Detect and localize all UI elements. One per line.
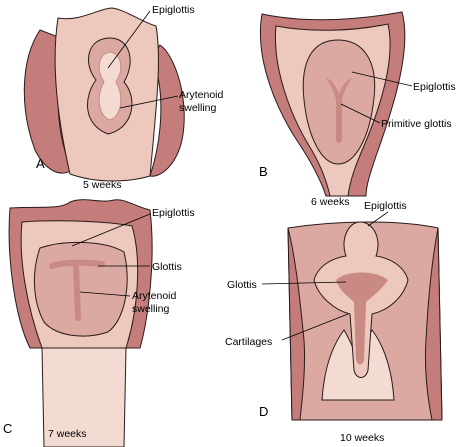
panel-b <box>260 11 406 197</box>
leader-d-glottis <box>261 281 347 285</box>
panel-a <box>23 7 185 182</box>
panel-d-letter: D <box>259 404 268 419</box>
label-a-arytenoid-line2: swelling <box>179 102 217 114</box>
panel-b-age: 6 weeks <box>311 196 350 208</box>
label-b-epiglottis: Epiglottis <box>413 81 456 93</box>
panel-c-epiglottis-swelling <box>33 241 128 337</box>
panel-b-letter: B <box>259 164 268 179</box>
panel-d-age: 10 weeks <box>340 432 384 444</box>
panel-a-age: 5 weeks <box>83 179 122 191</box>
label-d-glottis: Glottis <box>227 279 257 291</box>
panel-d-left-wall <box>287 227 306 421</box>
leader-c-arytenoid <box>79 291 131 297</box>
leader-d-epiglottis <box>367 211 389 227</box>
label-c-arytenoid-line2: swelling <box>132 303 170 315</box>
panel-d-glottis-opening <box>336 272 388 365</box>
panel-c-letter: C <box>3 421 12 436</box>
label-c-glottis: Glottis <box>152 261 182 273</box>
leader-a-epiglottis <box>107 10 151 69</box>
leader-d-cartilages <box>281 313 349 341</box>
leader-b-glottis <box>340 103 381 124</box>
panel-c-trachea <box>41 347 127 447</box>
panel-b-primitive-glottis <box>326 78 352 143</box>
panel-a-letter: A <box>36 156 45 171</box>
panel-d <box>287 221 443 421</box>
panel-c-glottis-groove <box>49 259 105 321</box>
label-c-arytenoid-line1: Arytenoid <box>132 290 177 302</box>
labels: Epiglottis Arytenoid swelling A 5 weeks … <box>3 4 456 444</box>
leader-c-epiglottis <box>71 213 151 247</box>
label-d-epiglottis: Epiglottis <box>364 200 407 212</box>
label-a-epiglottis: Epiglottis <box>152 4 195 16</box>
leader-b-epiglottis <box>351 71 413 87</box>
label-b-primitive-glottis: Primitive glottis <box>381 118 452 130</box>
leader-lines <box>71 10 413 341</box>
panel-d-right-wall <box>424 227 443 421</box>
panel-a-inner-groove <box>98 51 122 121</box>
label-a-arytenoid-line1: Arytenoid <box>179 89 224 101</box>
panel-c-age: 7 weeks <box>48 428 87 440</box>
label-c-epiglottis: Epiglottis <box>152 207 195 219</box>
leader-a-arytenoid <box>119 95 179 109</box>
label-d-cartilages: Cartilages <box>225 336 272 348</box>
panel-c <box>8 199 153 447</box>
